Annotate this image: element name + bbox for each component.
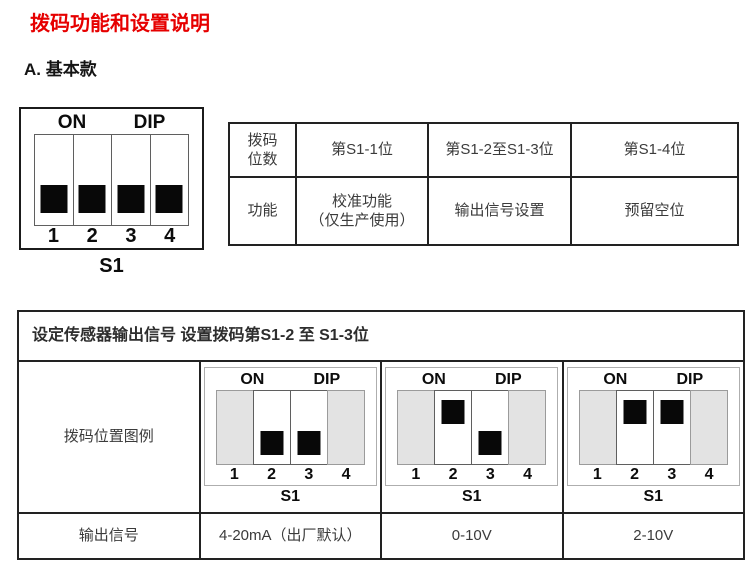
dip-channels	[34, 134, 189, 226]
dip-position-label: 4	[341, 465, 351, 483]
output-row-label: 输出信号	[17, 512, 201, 560]
dip-slider	[260, 430, 284, 455]
dip-name-label: S1	[461, 487, 482, 505]
dip-channel	[215, 389, 254, 465]
dip-channel	[508, 389, 547, 465]
dip-head-labels: ON DIP	[397, 370, 546, 390]
function-table: 拨码 位数 第S1-1位 第S1-2至S1-3位 第S1-4位 功能 校准功能 …	[228, 122, 739, 246]
function-table-header-line2: 位数	[247, 151, 278, 168]
dip-switch-diagram-0-10v: ON DIP 1 2 3 4	[382, 366, 562, 508]
function-table-header-line1: 拨码	[247, 131, 278, 149]
dip-slider	[78, 185, 106, 213]
dip-position-label: 2	[86, 225, 98, 247]
calibration-line2: （仅生产使用）	[309, 212, 415, 229]
dip-slider	[117, 185, 145, 213]
dip-position-label: 3	[667, 465, 677, 483]
dip-channel	[578, 389, 617, 465]
dip-channels	[397, 389, 547, 465]
dip-channel	[252, 389, 291, 465]
diagram-cell-0-10v: ON DIP 1 2 3 4	[380, 360, 564, 514]
dip-slider	[155, 185, 183, 213]
dip-slider	[441, 399, 465, 424]
dip-head-labels: ON DIP	[216, 370, 365, 390]
dip-position-label: 1	[229, 465, 239, 483]
function-table-header-function: 功能	[228, 176, 297, 246]
dip-housing: ON DIP 1 2 3 4	[566, 366, 740, 486]
dip-position-label: 1	[411, 465, 421, 483]
dip-position-labels: 1 2 3 4	[397, 465, 546, 485]
dip-position-labels: 1 2 3 4	[34, 226, 189, 247]
function-table-cell-calibration: 校准功能 （仅生产使用）	[295, 176, 429, 246]
dip-dip-label: DIP	[133, 112, 166, 133]
dip-channel	[397, 389, 436, 465]
dip-channels	[578, 389, 728, 465]
dip-position-label: 4	[523, 465, 533, 483]
dip-channels	[215, 389, 365, 465]
dip-channel	[689, 389, 728, 465]
dip-position-label: 4	[704, 465, 714, 483]
dip-channel	[434, 389, 473, 465]
dip-switch-diagram-s1: ON DIP 1 2 3 4 S1	[19, 107, 204, 278]
output-signal-0-10v: 0-10V	[380, 512, 564, 560]
dip-on-label: ON	[603, 370, 628, 388]
dip-dip-label: DIP	[676, 370, 704, 388]
dip-slider	[623, 399, 647, 424]
function-table-cell-output-setting: 输出信号设置	[427, 176, 572, 246]
dip-position-labels: 1 2 3 4	[216, 465, 365, 485]
dip-position-label: 2	[630, 465, 640, 483]
dip-position-label: 1	[592, 465, 602, 483]
dip-slider	[40, 185, 68, 213]
function-table-cell-reserved: 预留空位	[570, 176, 739, 246]
diagram-cell-4-20ma: ON DIP 1 2 3 4	[198, 360, 382, 514]
dip-on-label: ON	[57, 112, 87, 133]
dip-housing: ON DIP 1 2 3 4	[19, 107, 204, 250]
dip-position-label: 4	[164, 225, 176, 247]
function-table-cell-s1-1: 第S1-1位	[295, 122, 429, 178]
dip-position-label: 2	[267, 465, 277, 483]
dip-switch-diagram-2-10v: ON DIP 1 2 3 4	[564, 366, 744, 508]
function-table-cell-s1-2-3: 第S1-2至S1-3位	[427, 122, 572, 178]
calibration-line1: 校准功能	[331, 192, 392, 210]
function-table-cell-s1-4: 第S1-4位	[570, 122, 739, 178]
dip-head-labels: ON DIP	[34, 111, 189, 134]
dip-slider	[660, 399, 684, 424]
signal-setting-table: 设定传感器输出信号 设置拨码第S1-2 至 S1-3位 拨码位置图例 ON DI…	[17, 310, 745, 560]
dip-channel	[471, 389, 510, 465]
dip-position-label: 3	[304, 465, 314, 483]
dip-switch-diagram-4-20ma: ON DIP 1 2 3 4	[201, 366, 381, 508]
diagram-cell-2-10v: ON DIP 1 2 3 4	[561, 360, 745, 514]
output-signal-2-10v: 2-10V	[561, 512, 745, 560]
dip-on-label: ON	[421, 370, 446, 388]
section-a-heading: A. 基本款	[24, 60, 97, 79]
dip-channel	[111, 134, 151, 226]
dip-position-label: 2	[448, 465, 458, 483]
page-title: 拨码功能和设置说明	[30, 13, 210, 35]
dip-name-label: S1	[643, 487, 664, 505]
dip-slider	[478, 430, 502, 455]
dip-position-labels: 1 2 3 4	[579, 465, 728, 485]
dip-housing: ON DIP 1 2 3 4	[385, 366, 559, 486]
dip-channel	[615, 389, 654, 465]
legend-row-label: 拨码位置图例	[17, 360, 201, 514]
output-signal-4-20ma: 4-20mA（出厂默认）	[198, 512, 382, 560]
dip-dip-label: DIP	[494, 370, 522, 388]
dip-channel	[652, 389, 691, 465]
dip-dip-label: DIP	[313, 370, 341, 388]
dip-name-label: S1	[99, 255, 124, 277]
signal-table-title: 设定传感器输出信号 设置拨码第S1-2 至 S1-3位	[17, 310, 745, 362]
dip-slider	[297, 430, 321, 455]
dip-position-label: 3	[485, 465, 495, 483]
dip-channel	[149, 134, 189, 226]
dip-head-labels: ON DIP	[579, 370, 728, 390]
dip-on-label: ON	[240, 370, 265, 388]
dip-channel	[289, 389, 328, 465]
dip-channel	[326, 389, 365, 465]
dip-name-label: S1	[280, 487, 301, 505]
dip-channel	[72, 134, 112, 226]
function-table-header-positions: 拨码 位数	[228, 122, 297, 178]
dip-position-label: 3	[125, 225, 137, 247]
dip-position-label: 1	[47, 225, 59, 247]
dip-housing: ON DIP 1 2 3 4	[203, 366, 377, 486]
dip-channel	[34, 134, 74, 226]
